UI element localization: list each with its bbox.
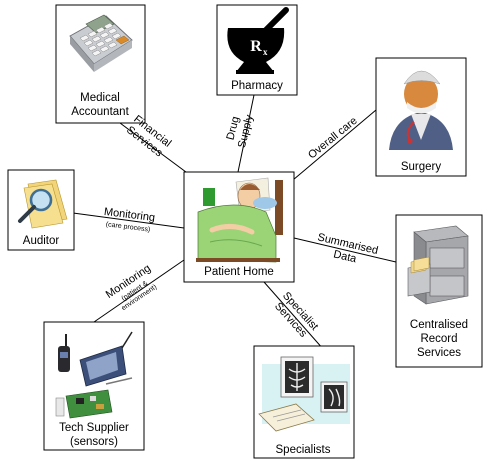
drug-label-line1: Drug [225,115,242,141]
records-label-line1: Centralised [410,319,468,331]
xray-films-icon [258,356,350,432]
overall-care-label: Overall care [306,115,360,162]
edge-financial-line [119,122,191,176]
surgery-label: Surgery [401,161,442,173]
edge-monitoring-env-line [93,259,185,323]
node-centralised-records: Centralised Record Services [395,214,483,368]
edge-label-drug: Drug Supply [225,113,256,149]
edge-drug-line [237,94,255,173]
tech-supplier-label-line2: (sensors) [70,436,118,448]
node-medical-accountant: Medical Accountant [55,4,146,124]
filing-cabinet-icon [407,225,469,305]
svg-text:x: x [263,47,268,57]
edge-specialist-line [263,281,325,351]
node-specialists: Specialists [253,345,355,459]
edge-label-summarised: Summarised Data [316,231,379,265]
edge-overall-line [292,109,377,181]
pharmacy-label: Pharmacy [231,80,283,92]
records-label-line3: Services [417,347,461,359]
magnifying-glass-folder-icon [18,179,68,229]
patient-home-label: Patient Home [204,266,274,278]
calculator-icon [69,14,133,72]
summarised-label-line2: Data [332,248,358,265]
auditor-label: Auditor [23,235,60,247]
node-tech-supplier: Tech Supplier (sensors) [43,321,145,451]
edge-summarised-line [293,237,397,263]
edge-label-monitoring-env: Monitoring (patient & environment) [104,262,158,312]
edge-label-monitoring-care: Monitoring (care process) [103,206,155,234]
specialists-label: Specialists [276,444,331,456]
node-patient-home: Patient Home [183,171,295,283]
monitoring-care-label-line2: (care process) [105,221,150,233]
edge-monitoring-care-line [72,212,185,229]
devices-icon [55,331,133,419]
mortar-pestle-rx-icon: R x [227,7,289,74]
edge-label-overall: Overall care [306,115,360,162]
node-pharmacy: R x Pharmacy [216,4,298,96]
node-auditor: Auditor [7,169,75,251]
svg-text:R: R [250,38,262,55]
patient-in-bed-icon [196,177,283,263]
surgeon-icon [389,70,453,150]
medical-accountant-label-line1: Medical [80,92,120,104]
tech-supplier-label-line1: Tech Supplier [59,422,129,434]
node-surgery: Surgery [375,57,467,177]
medical-accountant-label-line2: Accountant [71,106,129,118]
records-label-line2: Record [420,333,457,345]
